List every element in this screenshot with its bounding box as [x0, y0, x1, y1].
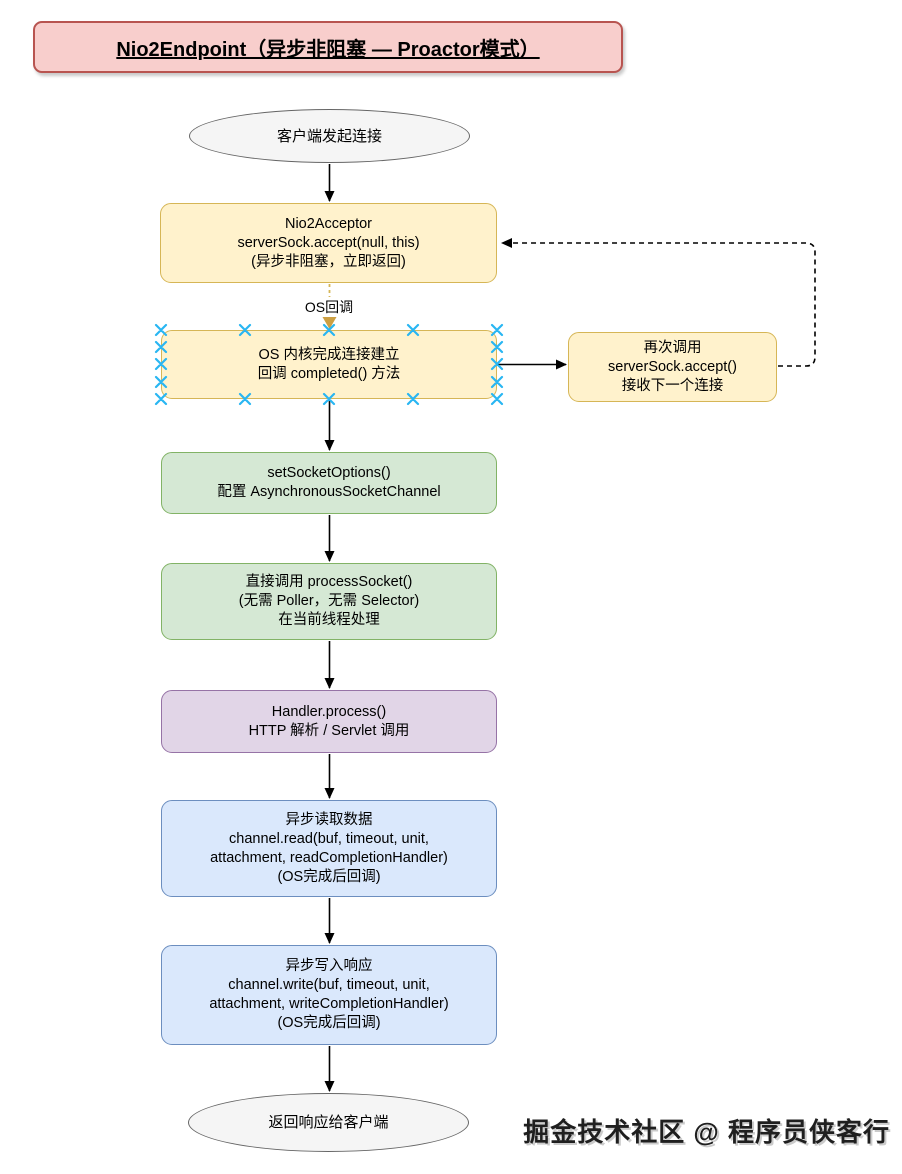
node-line: 接收下一个连接	[621, 377, 724, 394]
node-os-kernel-completed[interactable]: OS 内核完成连接建立 回调 completed() 方法	[161, 330, 497, 399]
node-nio2acceptor[interactable]: Nio2Acceptor serverSock.accept(null, thi…	[160, 203, 497, 283]
node-return-response[interactable]: 返回响应给客户端	[188, 1093, 469, 1152]
node-accept-again[interactable]: 再次调用 serverSock.accept() 接收下一个连接	[568, 332, 777, 402]
node-process-socket[interactable]: 直接调用 processSocket() (无需 Poller，无需 Selec…	[161, 563, 497, 640]
node-line: 回调 completed() 方法	[257, 365, 401, 382]
diagram-title-shape[interactable]: Nio2Endpoint（异步非阻塞 — Proactor模式）	[33, 21, 623, 73]
node-client-connect[interactable]: 客户端发起连接	[189, 109, 470, 163]
node-line: (OS完成后回调)	[277, 868, 381, 885]
node-async-write[interactable]: 异步写入响应 channel.write(buf, timeout, unit,…	[161, 945, 497, 1045]
node-line: attachment, readCompletionHandler)	[210, 849, 448, 866]
watermark-text: 掘金技术社区 @ 程序员侠客行	[523, 1117, 890, 1147]
node-line: Nio2Acceptor	[284, 215, 373, 232]
node-line: channel.write(buf, timeout, unit,	[228, 977, 430, 993]
node-async-read[interactable]: 异步读取数据 channel.read(buf, timeout, unit, …	[161, 800, 497, 897]
node-line: (OS完成后回调)	[277, 1015, 381, 1031]
node-line: 配置 AsynchronousSocketChannel	[217, 484, 441, 500]
node-line: (异步非阻塞，立即返回)	[251, 253, 406, 270]
node-line: setSocketOptions()	[267, 465, 391, 481]
node-line: HTTP 解析 / Servlet 调用	[248, 722, 410, 739]
node-line: channel.read(buf, timeout, unit,	[229, 830, 429, 847]
node-line: serverSock.accept(null, this)	[237, 234, 420, 251]
edge-label-os-callback: OS回调	[301, 297, 357, 317]
edge-os-callback-arrowhead-icon	[322, 317, 337, 329]
node-line: OS 内核完成连接建立	[258, 346, 400, 363]
node-line: serverSock.accept()	[608, 358, 737, 375]
node-line: Handler.process()	[271, 703, 387, 720]
node-line: 异步写入响应	[285, 958, 373, 974]
node-line: 直接调用 processSocket()	[245, 574, 413, 590]
node-line: 再次调用	[643, 339, 702, 356]
node-line: 客户端发起连接	[276, 127, 382, 145]
node-line: attachment, writeCompletionHandler)	[209, 996, 449, 1012]
node-line: 返回响应给客户端	[268, 1114, 389, 1131]
node-handler-process[interactable]: Handler.process() HTTP 解析 / Servlet 调用	[161, 690, 497, 753]
node-line: (无需 Poller，无需 Selector)	[238, 593, 420, 609]
node-set-socket-options[interactable]: setSocketOptions() 配置 AsynchronousSocket…	[161, 452, 497, 514]
diagram-title: Nio2Endpoint（异步非阻塞 — Proactor模式）	[116, 38, 540, 61]
node-line: 异步读取数据	[285, 811, 373, 828]
node-line: 在当前线程处理	[278, 612, 380, 628]
